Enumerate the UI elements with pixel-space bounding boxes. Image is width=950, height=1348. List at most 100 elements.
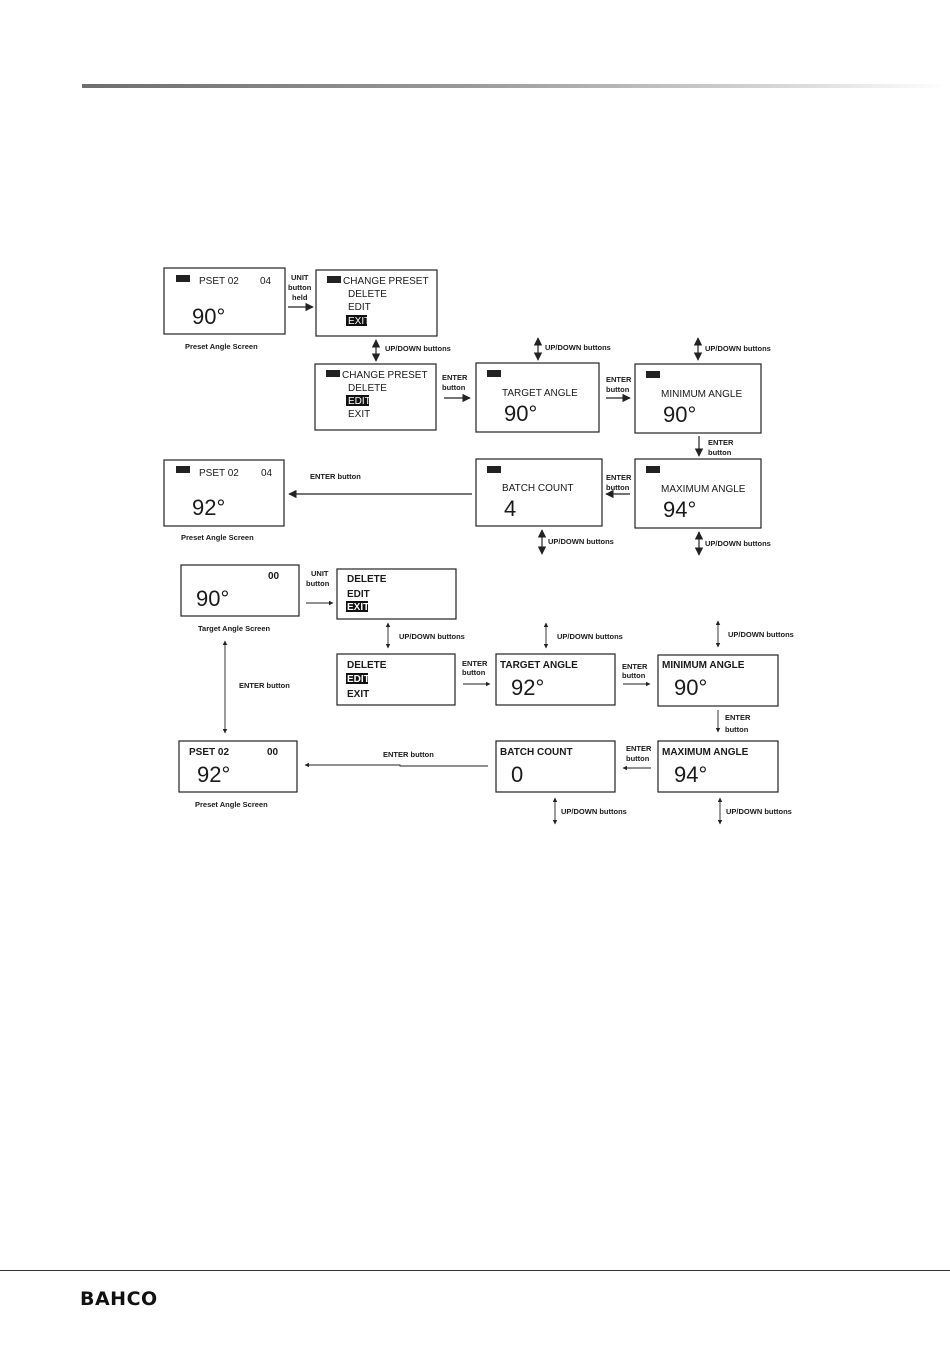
target-number: 00 [268, 571, 280, 582]
batch-count-screen: BATCH COUNT 4 [475, 458, 603, 527]
preset-title: PSET 02 [199, 468, 239, 479]
menu-item-edit-selected: EDIT [348, 396, 371, 407]
preset-title: PSET 02 [189, 747, 229, 758]
updown-label: UP/DOWN buttons [705, 344, 771, 353]
menu-item-delete: DELETE [347, 574, 387, 585]
target-angle-screen: TARGET ANGLE 90° [475, 362, 600, 433]
menu-item-exit: EXIT [348, 409, 370, 420]
enter-label: button [725, 725, 749, 734]
enter-label: button [622, 671, 646, 680]
updown-label: UP/DOWN buttons [728, 630, 794, 639]
menu-item-delete: DELETE [348, 383, 387, 394]
maximum-angle-screen-2: MAXIMUM ANGLE 94° [657, 740, 779, 793]
target-angle-value: 90° [504, 401, 537, 426]
preset-angle: 90° [192, 304, 225, 329]
battery-icon [326, 370, 340, 377]
preset-angle-screen-3: PSET 02 00 92° [178, 740, 298, 793]
batch-count-value: 0 [511, 762, 523, 787]
updown-label: UP/DOWN buttons [726, 807, 792, 816]
header-rule [82, 84, 950, 88]
target-angle-label: TARGET ANGLE [502, 388, 578, 399]
change-preset-menu-edit: CHANGE PRESET DELETE EDIT EXIT [314, 363, 437, 431]
minimum-angle-value: 90° [663, 402, 696, 427]
enter-label: button [606, 385, 630, 394]
menu-item-edit-selected: EDIT [347, 674, 370, 685]
bahco-logo: BAHCO [80, 1288, 158, 1310]
unit-label: held [292, 293, 308, 302]
battery-icon [327, 276, 341, 283]
updown-label: UP/DOWN buttons [385, 344, 451, 353]
target-home-angle: 90° [196, 586, 229, 611]
unit-label: button [306, 579, 330, 588]
target-angle-value: 92° [511, 675, 544, 700]
preset-title: PSET 02 [199, 276, 239, 287]
enter-label: ENTER [725, 713, 751, 722]
enter-label: ENTER [708, 438, 734, 447]
maximum-angle-label: MAXIMUM ANGLE [661, 484, 746, 495]
preset-angle: 92° [197, 762, 230, 787]
battery-icon [487, 466, 501, 473]
updown-label: UP/DOWN buttons [705, 539, 771, 548]
minimum-angle-screen-2: MINIMUM ANGLE 90° [657, 654, 779, 707]
menu-item-edit: EDIT [348, 302, 371, 313]
enter-label: button [626, 754, 650, 763]
batch-count-screen-2: BATCH COUNT 0 [495, 740, 616, 793]
enter-label: ENTER [462, 659, 488, 668]
maximum-angle-value: 94° [663, 497, 696, 522]
menu-title: CHANGE PRESET [343, 276, 429, 287]
minimum-angle-screen: MINIMUM ANGLE 90° [634, 363, 762, 434]
unit-label: UNIT [311, 569, 329, 578]
preset-angle-caption: Preset Angle Screen [195, 800, 268, 809]
updown-label: UP/DOWN buttons [561, 807, 627, 816]
maximum-angle-screen: MAXIMUM ANGLE 94° [634, 458, 762, 529]
preset-number: 04 [260, 276, 272, 287]
minimum-angle-label: MINIMUM ANGLE [661, 389, 742, 400]
batch-count-value: 4 [504, 496, 516, 521]
updown-label: UP/DOWN buttons [545, 343, 611, 352]
menu-exit-screen: DELETE EDIT EXIT [336, 568, 457, 620]
target-angle-home-screen: 00 90° [180, 564, 300, 617]
preset-number: 00 [267, 747, 279, 758]
menu-title: CHANGE PRESET [342, 370, 428, 381]
menu-item-delete: DELETE [348, 289, 387, 300]
enter-label: ENTER [622, 662, 648, 671]
arrow-left [304, 762, 488, 768]
battery-icon [176, 466, 190, 473]
enter-label: button [606, 483, 630, 492]
unit-label: UNIT [291, 273, 309, 282]
battery-icon [646, 466, 660, 473]
minimum-angle-value: 90° [674, 675, 707, 700]
enter-button-label: ENTER button [239, 681, 290, 690]
enter-button-label: ENTER button [310, 472, 361, 481]
menu-item-exit: EXIT [347, 689, 369, 700]
enter-label: ENTER [606, 375, 632, 384]
updown-label: UP/DOWN buttons [548, 537, 614, 546]
enter-label: ENTER [442, 373, 468, 382]
menu-item-exit-selected: EXIT [347, 602, 369, 613]
menu-edit-screen: DELETE EDIT EXIT [336, 653, 456, 706]
target-angle-screen-2: TARGET ANGLE 92° [495, 653, 616, 706]
menu-item-delete: DELETE [347, 660, 387, 671]
preset-angle-caption: Preset Angle Screen [185, 342, 258, 351]
minimum-angle-label: MINIMUM ANGLE [662, 660, 745, 671]
battery-icon [487, 370, 501, 377]
footer-rule [0, 1270, 950, 1271]
updown-label: UP/DOWN buttons [557, 632, 623, 641]
updown-label: UP/DOWN buttons [399, 632, 465, 641]
target-angle-label: TARGET ANGLE [500, 660, 578, 671]
enter-label: ENTER [626, 744, 652, 753]
battery-icon [646, 371, 660, 378]
batch-count-label: BATCH COUNT [500, 747, 573, 758]
battery-icon [176, 275, 190, 282]
preset-angle-screen-2: PSET 02 04 92° [163, 459, 285, 527]
preset-angle-screen-1: PSET 02 04 90° [163, 267, 286, 335]
change-preset-menu-exit: CHANGE PRESET DELETE EDIT EXIT [315, 269, 438, 337]
preset-number: 04 [261, 468, 273, 479]
unit-label: button [288, 283, 312, 292]
maximum-angle-value: 94° [674, 762, 707, 787]
preset-angle: 92° [192, 495, 225, 520]
enter-label: button [442, 383, 466, 392]
batch-count-label: BATCH COUNT [502, 483, 573, 494]
maximum-angle-label: MAXIMUM ANGLE [662, 747, 749, 758]
